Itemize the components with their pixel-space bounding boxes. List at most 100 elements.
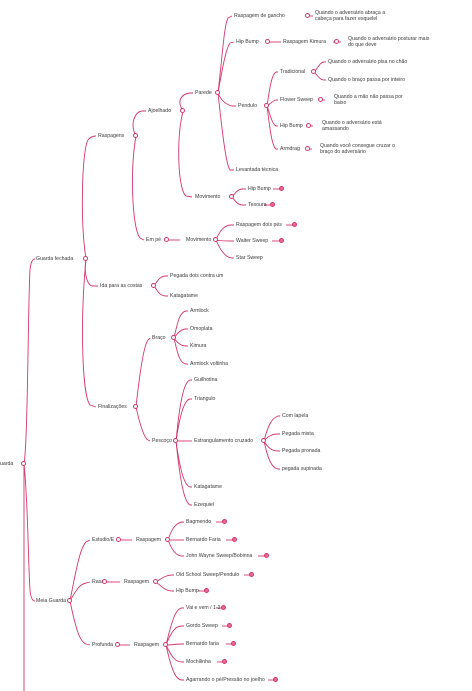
collapse-toggle-raspagem-profunda[interactable] xyxy=(163,642,168,647)
node-waiter-sweep[interactable]: Waiter Sweep xyxy=(236,238,269,244)
node-pegada-dois-contra-um[interactable]: Pegada dois contra um xyxy=(170,273,224,279)
node-agarrando-pe[interactable]: Agarrando o pé/Pressão no joelho xyxy=(186,677,265,683)
node-bernardo-faria-b[interactable]: Bernardo faria xyxy=(186,641,219,647)
expand-toggle-old-school[interactable] xyxy=(249,572,254,577)
node-vai-e-vem[interactable]: Vai e vem / 1-2 xyxy=(186,605,221,611)
node-estrangulamento-cruzado[interactable]: Estrangulamento cruzado xyxy=(194,438,254,444)
node-em-pe[interactable]: Em pé xyxy=(146,237,161,243)
node-john-wayne[interactable]: John Wayne Sweep/Bobinna xyxy=(186,553,253,559)
collapse-toggle-movimento-b[interactable] xyxy=(213,237,218,242)
expand-toggle-bernardo-faria-b[interactable] xyxy=(231,641,236,646)
node-triangulo[interactable]: Triangulo xyxy=(194,396,216,402)
expand-toggle-vai-e-vem[interactable] xyxy=(221,605,226,610)
node-movimento-b[interactable]: Movimento xyxy=(186,237,212,243)
collapse-toggle-armdrag[interactable] xyxy=(305,146,310,151)
node-pegada-supinada[interactable]: pegada supinada xyxy=(282,466,322,472)
collapse-toggle-tradicional[interactable] xyxy=(311,69,316,74)
collapse-toggle-raspagem-gancho[interactable] xyxy=(305,13,310,18)
collapse-toggle-raspagens[interactable] xyxy=(133,133,138,138)
collapse-toggle-guarda-fechada[interactable] xyxy=(83,256,88,261)
node-hip-bump-d[interactable]: Hip Bump xyxy=(176,588,199,594)
node-movimento-a[interactable]: Movimento xyxy=(195,194,221,200)
collapse-toggle-em-pe[interactable] xyxy=(164,237,169,242)
node-raspagem-gancho-note[interactable]: Quando o adversário abraça a cabeça para… xyxy=(315,10,386,22)
node-pegada-mista[interactable]: Pegada mista xyxy=(282,431,314,437)
expand-toggle-tesoura[interactable] xyxy=(270,202,275,207)
node-tradicional[interactable]: Tradicional xyxy=(280,69,306,75)
node-pegada-pronada[interactable]: Pegada pronada xyxy=(282,448,321,454)
node-levantada-tecnica[interactable]: Levantada técnica xyxy=(236,167,279,173)
node-armlock-voltinha[interactable]: Armlock voltinha xyxy=(190,361,229,367)
collapse-toggle-raspagem-kimura[interactable] xyxy=(334,39,339,44)
node-hip-bump-c[interactable]: Hip Bump xyxy=(248,186,271,192)
node-guilhotina[interactable]: Guilhotina xyxy=(194,377,218,383)
node-bagmendo[interactable]: Bagmendo xyxy=(186,519,212,525)
collapse-toggle-ida-costas[interactable] xyxy=(151,283,156,288)
expand-toggle-waiter-sweep[interactable] xyxy=(279,238,284,243)
node-raspagem-kimura-note[interactable]: Quando o adversário posturar mais do que… xyxy=(348,36,430,48)
node-raspagem-profunda[interactable]: Raspagem xyxy=(134,642,160,648)
collapse-toggle-hip-bump-a[interactable] xyxy=(265,39,270,44)
collapse-toggle-rasa[interactable] xyxy=(102,579,107,584)
expand-toggle-bernardo-faria-a[interactable] xyxy=(232,537,237,542)
node-finalizacoes[interactable]: Finalizações xyxy=(98,404,127,410)
node-raspagem-kimura[interactable]: Raspagem Kimura xyxy=(283,39,326,45)
collapse-toggle-flower-sweep[interactable] xyxy=(318,97,323,102)
node-pescoco[interactable]: Pescoço xyxy=(152,438,172,444)
node-guarda-fechada[interactable]: Guarda fechada xyxy=(36,256,74,262)
collapse-toggle-braco[interactable] xyxy=(171,335,176,340)
node-bernardo-faria-a[interactable]: Bernardo Faria xyxy=(186,537,221,543)
node-hip-bump-b-note[interactable]: Quando o adversário está amassando xyxy=(322,120,382,132)
node-raspagem-e[interactable]: Raspagem xyxy=(136,537,162,543)
node-omoplata[interactable]: Omoplata xyxy=(190,326,213,332)
node-braco[interactable]: Braço xyxy=(152,335,166,341)
node-star-sweep[interactable]: Star Sweep xyxy=(236,255,263,261)
collapse-toggle-profunda[interactable] xyxy=(115,642,120,647)
expand-toggle-hip-bump-d[interactable] xyxy=(204,588,209,593)
collapse-toggle-raspagem-rasa[interactable] xyxy=(153,579,158,584)
node-ida-costas[interactable]: Ida para as costas xyxy=(100,283,143,289)
node-old-school[interactable]: Old School Sweep/Pendulo xyxy=(176,572,240,578)
collapse-toggle-ajoelhado[interactable] xyxy=(180,108,185,113)
node-ezequiel[interactable]: Ezequiel xyxy=(194,502,214,508)
node-raspagem-rasa[interactable]: Raspagem xyxy=(124,579,150,585)
node-meia-guarda[interactable]: Meia Guarda xyxy=(36,598,66,604)
collapse-toggle-raspagem-e[interactable] xyxy=(165,537,170,542)
collapse-toggle-root[interactable] xyxy=(21,461,26,466)
node-raspagem-gancho[interactable]: Raspagem de gancho xyxy=(234,13,285,19)
node-armlock[interactable]: Armlock xyxy=(190,308,209,314)
collapse-toggle-estudio-e[interactable] xyxy=(116,537,121,542)
node-parede[interactable]: Parede xyxy=(195,90,212,96)
node-flower-sweep-note[interactable]: Quando a mão não passa por baixo xyxy=(334,94,403,106)
node-ajoelhado[interactable]: Ajoelhado xyxy=(148,108,172,114)
expand-toggle-john-wayne[interactable] xyxy=(264,553,269,558)
collapse-toggle-finalizacoes[interactable] xyxy=(133,404,138,409)
collapse-toggle-pendulo[interactable] xyxy=(264,103,269,108)
node-tesoura[interactable]: Tesoura xyxy=(248,202,267,208)
node-armdrag[interactable]: Armdrag xyxy=(280,146,300,152)
node-flower-sweep[interactable]: Flower Sweep xyxy=(280,97,313,103)
expand-toggle-raspagem-dois-pes[interactable] xyxy=(292,222,297,227)
node-com-lapela[interactable]: Com lapela xyxy=(282,413,309,419)
expand-toggle-hip-bump-c[interactable] xyxy=(279,186,284,191)
expand-toggle-bagmendo[interactable] xyxy=(222,519,227,524)
node-pendulo[interactable]: Pendulo xyxy=(238,103,258,109)
collapse-toggle-movimento-a[interactable] xyxy=(229,194,234,199)
node-raspagem-dois-pes[interactable]: Raspagem dois pés xyxy=(236,222,282,228)
expand-toggle-mochilinha[interactable] xyxy=(222,659,227,664)
node-kimura[interactable]: Kimura xyxy=(190,343,207,349)
node-rasa[interactable]: Rasa xyxy=(92,579,105,585)
node-profunda[interactable]: Profunda xyxy=(92,642,114,648)
expand-toggle-agarrando-pe[interactable] xyxy=(273,677,278,682)
expand-toggle-gordo-sweep[interactable] xyxy=(227,623,232,628)
collapse-toggle-pescoco[interactable] xyxy=(173,438,178,443)
node-katagatame-b[interactable]: Katagatame xyxy=(194,484,222,490)
node-tradicional-note2[interactable]: Quando o braço passa por inteiro xyxy=(328,77,405,83)
node-raspagens[interactable]: Raspagens xyxy=(98,133,125,139)
collapse-toggle-estrangulamento[interactable] xyxy=(261,438,266,443)
node-estudio-e[interactable]: Estudio/E xyxy=(92,537,115,543)
collapse-toggle-meia-guarda[interactable] xyxy=(67,598,72,603)
collapse-toggle-parede[interactable] xyxy=(215,90,220,95)
node-hip-bump-b[interactable]: Hip Bump xyxy=(280,123,303,129)
node-root[interactable]: uarda xyxy=(0,461,14,467)
